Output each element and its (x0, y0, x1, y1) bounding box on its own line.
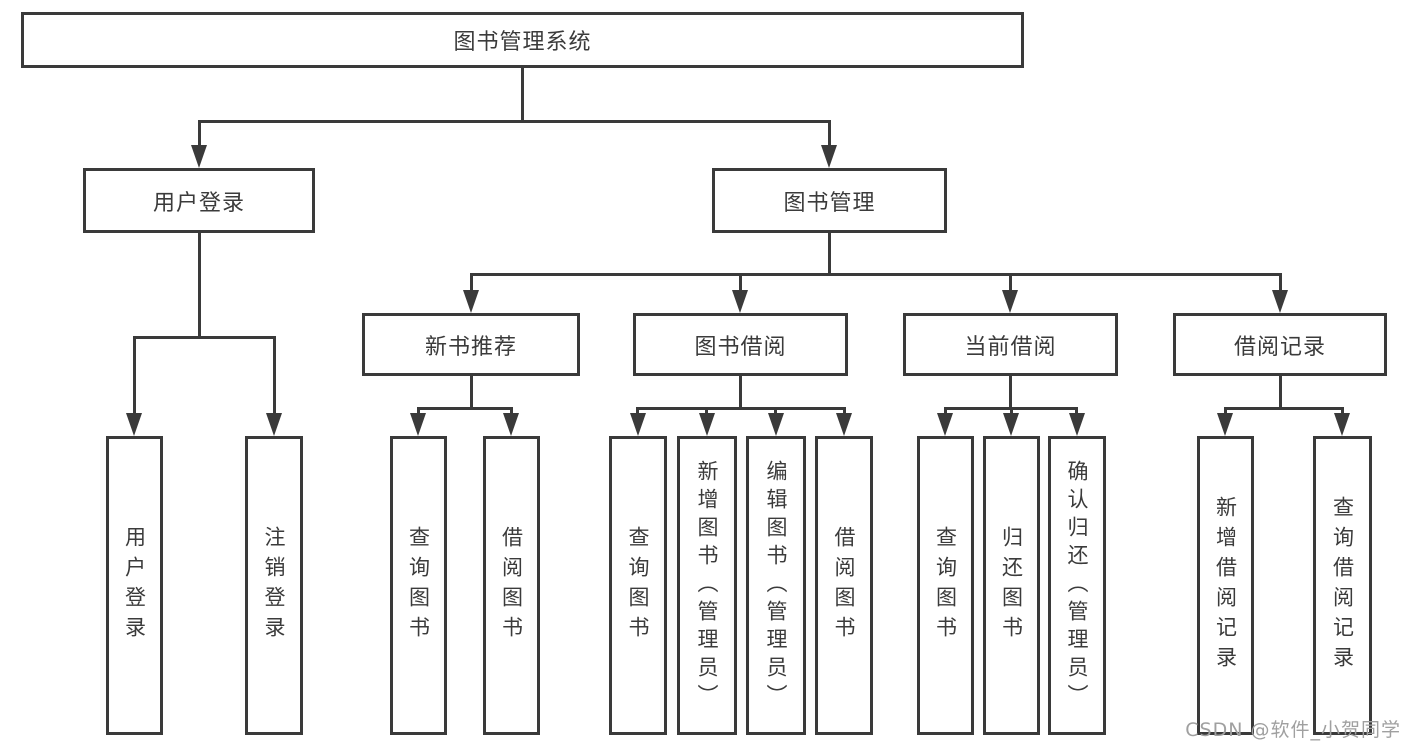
node-current-borrowing-label: 当前借阅 (964, 334, 1057, 360)
arrowhead-down-icon (1334, 413, 1350, 436)
leaf-confirm-return-admin: 确认归还（管理员） (1048, 436, 1106, 735)
leaf-query-books-current: 查询图书 (917, 436, 974, 735)
connector-line (636, 407, 846, 410)
csdn-watermark: CSDN @软件_小贺同学 (1185, 719, 1401, 741)
arrowhead-down-icon (126, 413, 142, 436)
arrowhead-down-icon (1003, 413, 1019, 436)
connector-line (944, 407, 947, 416)
leaf-label: 新增借阅记录 (1213, 495, 1238, 676)
connector-line (133, 336, 136, 415)
leaf-label: 新增图书（管理员） (695, 459, 719, 712)
connector-line (470, 273, 1281, 276)
connector-line (1224, 407, 1344, 410)
node-book-management-label: 图书管理 (783, 190, 876, 216)
leaf-query-borrow-record: 查询借阅记录 (1313, 436, 1372, 735)
leaf-label: 确认归还（管理员） (1065, 459, 1089, 712)
arrowhead-down-icon (937, 413, 953, 436)
node-borrowing-records-label: 借阅记录 (1233, 334, 1326, 360)
leaf-add-borrow-record: 新增借阅记录 (1197, 436, 1254, 735)
connector-line (510, 407, 513, 416)
arrowhead-down-icon (630, 413, 646, 436)
leaf-borrow-books-borrowing: 借阅图书 (815, 436, 873, 735)
arrowhead-down-icon (191, 145, 207, 168)
node-book-borrowing-label: 图书借阅 (694, 334, 787, 360)
arrowhead-down-icon (1002, 290, 1018, 313)
node-book-management: 图书管理 (712, 168, 947, 233)
connector-line (636, 407, 639, 416)
node-book-borrowing: 图书借阅 (633, 313, 848, 376)
arrowhead-down-icon (732, 290, 748, 313)
connector-line (470, 376, 473, 407)
leaf-query-books-recommend: 查询图书 (390, 436, 447, 735)
node-new-book-recommend: 新书推荐 (362, 313, 580, 376)
leaf-label: 查询图书 (406, 525, 431, 646)
leaf-return-books: 归还图书 (983, 436, 1040, 735)
connector-line (705, 407, 708, 416)
connector-line (843, 407, 846, 416)
connector-line (417, 407, 513, 410)
connector-line (1009, 273, 1012, 292)
node-borrowing-records: 借阅记录 (1173, 313, 1387, 376)
node-root-label: 图书管理系统 (453, 30, 592, 55)
arrowhead-down-icon (463, 290, 479, 313)
leaf-label: 用户登录 (122, 525, 147, 646)
leaf-label: 编辑图书（管理员） (764, 459, 788, 712)
connector-line (198, 233, 201, 336)
connector-line (1279, 376, 1282, 407)
leaf-user-login: 用户登录 (106, 436, 163, 735)
leaf-label: 查询图书 (933, 525, 958, 646)
leaf-borrow-books-recommend: 借阅图书 (483, 436, 540, 735)
arrowhead-down-icon (836, 413, 852, 436)
connector-line (521, 68, 524, 120)
leaf-label: 借阅图书 (499, 525, 524, 646)
arrowhead-down-icon (266, 413, 282, 436)
connector-line (828, 120, 831, 147)
connector-line (739, 273, 742, 292)
connector-line (774, 407, 777, 416)
node-user-login: 用户登录 (83, 168, 315, 233)
leaf-label: 查询图书 (626, 525, 650, 646)
leaf-label: 归还图书 (999, 525, 1024, 646)
connector-line (198, 120, 831, 123)
connector-line (1224, 407, 1227, 416)
leaf-edit-books-admin: 编辑图书（管理员） (746, 436, 806, 735)
arrowhead-down-icon (699, 413, 715, 436)
arrowhead-down-icon (503, 413, 519, 436)
leaf-query-books-borrowing: 查询图书 (609, 436, 667, 735)
node-user-login-label: 用户登录 (152, 190, 245, 216)
connector-line (1279, 273, 1282, 292)
leaf-label: 注销登录 (262, 525, 286, 646)
leaf-label: 查询借阅记录 (1330, 495, 1355, 676)
connector-line (1341, 407, 1344, 416)
arrowhead-down-icon (410, 413, 426, 436)
node-current-borrowing: 当前借阅 (903, 313, 1118, 376)
leaf-label: 借阅图书 (832, 525, 856, 646)
arrowhead-down-icon (1272, 290, 1288, 313)
arrowhead-down-icon (821, 145, 837, 168)
arrowhead-down-icon (1069, 413, 1085, 436)
connector-line (417, 407, 420, 416)
node-root: 图书管理系统 (21, 12, 1024, 68)
connector-line (273, 336, 276, 415)
connector-line (1010, 407, 1013, 416)
arrowhead-down-icon (768, 413, 784, 436)
connector-line (828, 233, 831, 273)
connector-line (739, 376, 742, 407)
node-new-book-recommend-label: 新书推荐 (424, 334, 517, 360)
leaf-add-books-admin: 新增图书（管理员） (677, 436, 737, 735)
leaf-logout: 注销登录 (245, 436, 303, 735)
connector-line (1075, 407, 1078, 416)
arrowhead-down-icon (1217, 413, 1233, 436)
connector-line (470, 273, 473, 292)
connector-line (133, 336, 276, 339)
connector-line (198, 120, 201, 147)
connector-line (1009, 376, 1012, 407)
